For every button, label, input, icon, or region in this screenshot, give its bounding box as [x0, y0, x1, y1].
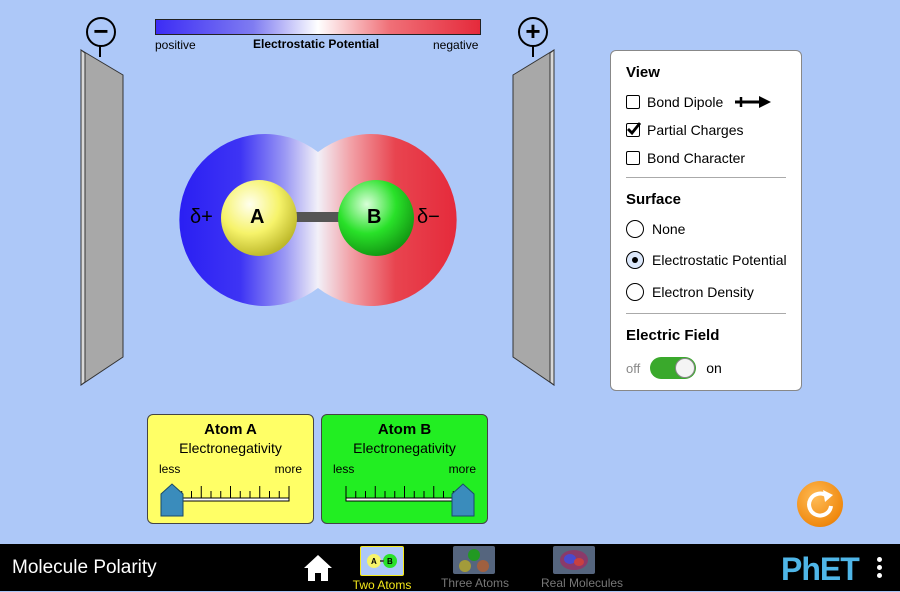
- view-heading: View: [626, 64, 660, 81]
- atom-b-label: B: [367, 206, 382, 228]
- three-atoms-thumbnail-icon: [453, 546, 495, 574]
- radio-selected-icon[interactable]: [626, 251, 644, 269]
- molecule-diagram[interactable]: [171, 134, 465, 306]
- colorbar-left-label: positive: [155, 38, 196, 52]
- positive-plate: [512, 45, 555, 386]
- svg-text:A: A: [371, 557, 377, 566]
- atom-a-more-label: more: [274, 462, 302, 476]
- svg-text:B: B: [387, 557, 393, 566]
- divider: [626, 313, 786, 314]
- potential-colorbar: [155, 19, 481, 35]
- checkbox-icon[interactable]: [626, 151, 640, 165]
- atom-b-less-label: less: [333, 462, 355, 476]
- negative-plate: [80, 45, 124, 386]
- atom-a-panel-title: Atom A: [204, 421, 257, 438]
- divider: [626, 177, 786, 178]
- toggle-off-label: off: [626, 360, 641, 376]
- electric-field-toggle[interactable]: [650, 357, 697, 379]
- atom-a-electronegativity-panel: Atom A Electronegativity less more: [147, 414, 314, 524]
- atom-b-panel-subtitle: Electronegativity: [353, 440, 456, 456]
- colorbar-right-label: negative: [433, 38, 479, 52]
- atom-b-slider-thumb[interactable]: [451, 483, 475, 517]
- atom-b-electronegativity-panel: Atom B Electronegativity less more: [321, 414, 488, 524]
- partial-charge-b: δ−: [417, 206, 440, 228]
- atom-b[interactable]: [338, 180, 414, 256]
- partial-charge-a: δ+: [190, 206, 213, 228]
- negative-terminal-icon: −: [86, 17, 116, 47]
- real-molecules-thumbnail-icon: [553, 546, 595, 574]
- app-title: Molecule Polarity: [12, 557, 157, 578]
- checkbox-icon[interactable]: [626, 95, 640, 109]
- tab-three-atoms[interactable]: Three Atoms: [441, 546, 509, 590]
- atom-a-label: A: [250, 206, 265, 228]
- reset-icon: [807, 490, 833, 518]
- surface-heading: Surface: [626, 191, 682, 208]
- reset-all-button[interactable]: [797, 481, 843, 527]
- atom-a-less-label: less: [159, 462, 181, 476]
- radio-icon[interactable]: [626, 283, 644, 301]
- bond: [291, 212, 341, 222]
- checkbox-checked-icon[interactable]: [626, 122, 642, 137]
- home-icon[interactable]: [303, 554, 333, 582]
- atom-b-panel-title: Atom B: [377, 421, 432, 438]
- electric-field-heading: Electric Field: [626, 327, 720, 344]
- atom-a-slider-thumb[interactable]: [160, 483, 184, 517]
- dipole-arrow-icon: [735, 96, 772, 108]
- surface-radio-electrostatic[interactable]: Electrostatic Potential: [626, 251, 787, 269]
- electric-field-toggle-row: off on: [626, 357, 722, 379]
- kebab-menu-icon[interactable]: [877, 557, 883, 581]
- view-control-panel: View Bond Dipole Partial Charges Bond Ch…: [610, 50, 802, 391]
- partial-charges-checkbox[interactable]: Partial Charges: [626, 122, 744, 138]
- bond-character-checkbox[interactable]: Bond Character: [626, 150, 745, 166]
- radio-icon[interactable]: [626, 220, 644, 238]
- toggle-knob[interactable]: [675, 358, 696, 378]
- tab-real-molecules[interactable]: Real Molecules: [541, 546, 623, 590]
- atom-a-panel-subtitle: Electronegativity: [179, 440, 282, 456]
- surface-radio-density[interactable]: Electron Density: [626, 283, 754, 301]
- atom-b-more-label: more: [448, 462, 476, 476]
- toggle-on-label: on: [706, 360, 722, 376]
- atom-b-slider[interactable]: [322, 415, 489, 525]
- positive-terminal-icon: +: [518, 17, 548, 47]
- surface-radio-none[interactable]: None: [626, 220, 685, 238]
- phet-logo[interactable]: PhET: [781, 551, 860, 587]
- bond-dipole-checkbox[interactable]: Bond Dipole: [626, 94, 773, 110]
- colorbar-title: Electrostatic Potential: [253, 37, 380, 51]
- atom-a-slider[interactable]: [148, 415, 315, 525]
- atom-a[interactable]: [221, 180, 297, 256]
